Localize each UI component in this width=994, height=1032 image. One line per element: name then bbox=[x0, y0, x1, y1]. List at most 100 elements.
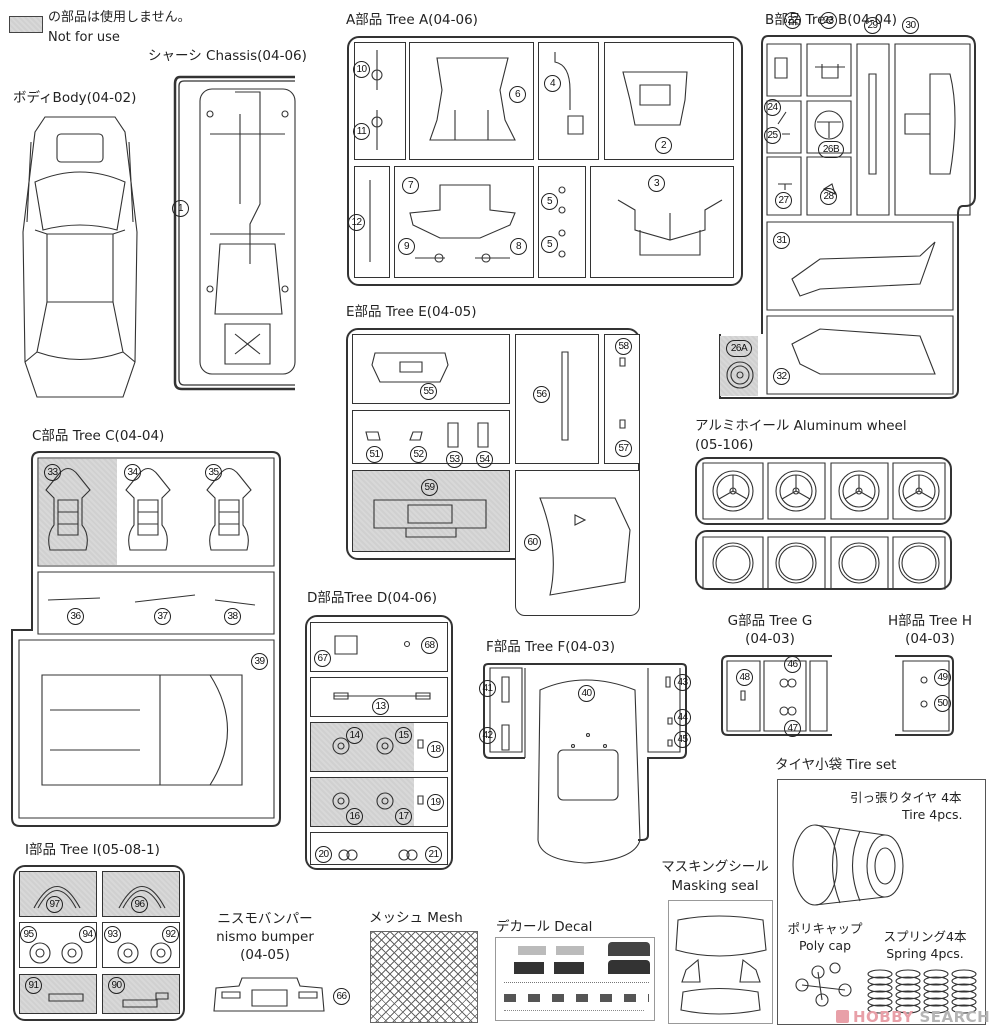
part-number: 24 bbox=[764, 99, 781, 116]
wheel-barrel-icon bbox=[899, 543, 939, 583]
part-number: 30 bbox=[902, 17, 919, 34]
part-number: 96 bbox=[131, 896, 148, 913]
tree-i-drawings bbox=[13, 865, 185, 1021]
tree-f-title: F部品 Tree F(04-03) bbox=[486, 639, 616, 655]
spring-icon bbox=[896, 1005, 920, 1013]
nismo-bumper-drawing bbox=[212, 976, 327, 1016]
springs-drawing bbox=[868, 968, 983, 1018]
spring-icon bbox=[896, 977, 920, 985]
tree-a-title: A部品 Tree A(04-06) bbox=[346, 12, 478, 28]
spring-icon bbox=[868, 970, 892, 978]
tree-a-cell bbox=[538, 166, 586, 278]
tree-f-drawing bbox=[470, 640, 700, 870]
part-number: 51 bbox=[366, 446, 383, 463]
spring-icon bbox=[924, 998, 948, 1006]
part-number: 18 bbox=[427, 741, 444, 758]
spring-icon bbox=[896, 984, 920, 992]
not-for-use-swatch bbox=[9, 16, 43, 33]
part-number: 3 bbox=[648, 175, 665, 192]
tree-i-cell-not-for-use bbox=[102, 871, 180, 917]
part-number: 42 bbox=[479, 727, 496, 744]
wheel-rim-icon bbox=[839, 471, 879, 511]
tree-i-title: I部品 Tree I(05-08-1) bbox=[25, 842, 160, 858]
part-number: 60 bbox=[524, 534, 541, 551]
masking-seal-sheet bbox=[668, 900, 773, 1024]
part-number: 21 bbox=[425, 846, 442, 863]
part-number: 49 bbox=[934, 669, 951, 686]
part-number: 95 bbox=[20, 926, 37, 943]
part-number: 5 bbox=[541, 236, 558, 253]
part-number: 17 bbox=[395, 808, 412, 825]
tree-a-cell bbox=[354, 166, 390, 278]
tree-c-runner bbox=[10, 450, 282, 830]
part-number: 92 bbox=[162, 926, 179, 943]
polycap-label-jp: ポリキャップ bbox=[787, 921, 863, 936]
tire-set-title: タイヤ小袋 Tire set bbox=[775, 757, 897, 773]
part-number: 59 bbox=[421, 479, 438, 496]
spring-icon bbox=[896, 998, 920, 1006]
part-number: 9 bbox=[398, 238, 415, 255]
spring-label-en: Spring 4pcs. bbox=[886, 946, 964, 961]
part-number: 20 bbox=[315, 846, 332, 863]
seat-back-icon bbox=[138, 500, 158, 535]
part-number: 52 bbox=[410, 446, 427, 463]
spring-icon bbox=[952, 977, 976, 985]
spring-icon bbox=[952, 970, 976, 978]
part-number: 41 bbox=[479, 680, 496, 697]
seat-icon bbox=[207, 469, 251, 551]
spring-icon bbox=[868, 991, 892, 999]
tree-a-drawings bbox=[340, 30, 760, 290]
part-number: 48 bbox=[736, 669, 753, 686]
tree-g-title: G部品 Tree G bbox=[727, 613, 813, 629]
part-number: 32 bbox=[773, 368, 790, 385]
part-number: 19 bbox=[427, 794, 444, 811]
wheel-rim-icon bbox=[713, 471, 753, 511]
part-number: 34 bbox=[124, 464, 141, 481]
tree-h-drawing bbox=[893, 653, 955, 738]
tree-h-code: (04-03) bbox=[905, 631, 955, 647]
wheel-barrel-icon bbox=[902, 546, 936, 580]
part-number: 23 bbox=[820, 12, 837, 29]
part-number: 29 bbox=[864, 17, 881, 34]
decal-small-marks bbox=[504, 982, 649, 987]
wheel-code: (05-106) bbox=[695, 437, 754, 453]
steering-wheel-26a-icon bbox=[725, 360, 755, 390]
tree-e-drawings bbox=[340, 320, 640, 620]
wheel-rim-icon bbox=[899, 471, 939, 511]
part-number: 6 bbox=[509, 86, 526, 103]
tree-g-code: (04-03) bbox=[745, 631, 795, 647]
tree-e-cell bbox=[515, 470, 640, 616]
part-number: 68 bbox=[421, 637, 438, 654]
spring-icon bbox=[924, 970, 948, 978]
part-number: 27 bbox=[775, 192, 792, 209]
part-number: 5 bbox=[541, 193, 558, 210]
decal-footer bbox=[504, 1010, 644, 1012]
part-number: 12 bbox=[348, 214, 365, 231]
hobby-search-watermark: HOBBY SEARCH bbox=[836, 1008, 990, 1026]
part-number: 40 bbox=[578, 685, 595, 702]
tree-h-title: H部品 Tree H bbox=[887, 613, 972, 629]
tree-b-runner bbox=[760, 34, 990, 404]
part-number: 46 bbox=[784, 656, 801, 673]
part-number: 54 bbox=[476, 451, 493, 468]
part-number: 14 bbox=[346, 727, 363, 744]
part-number: 45 bbox=[674, 731, 691, 748]
tree-a-cell bbox=[590, 166, 734, 278]
wheel-barrel-icon bbox=[776, 543, 816, 583]
body-drawing bbox=[15, 112, 145, 402]
part-number: 35 bbox=[205, 464, 222, 481]
tire-set-box bbox=[777, 779, 986, 1025]
mesh-title: メッシュ Mesh bbox=[369, 910, 463, 926]
decal-title: デカール Decal bbox=[496, 919, 593, 935]
decal-logo bbox=[556, 946, 584, 955]
part-number: 43 bbox=[674, 674, 691, 691]
wheel-spoke-icon bbox=[782, 475, 810, 499]
part-number: 2 bbox=[655, 137, 672, 154]
part-number: 36 bbox=[67, 608, 84, 625]
wheel-title: アルミホイール Aluminum wheel bbox=[695, 418, 907, 434]
decal-gauge-cluster bbox=[608, 960, 650, 974]
tree-d-drawings bbox=[300, 600, 460, 870]
part-number: 11 bbox=[353, 123, 370, 140]
part-number: 47 bbox=[784, 720, 801, 737]
tree-d-cell bbox=[310, 832, 448, 865]
